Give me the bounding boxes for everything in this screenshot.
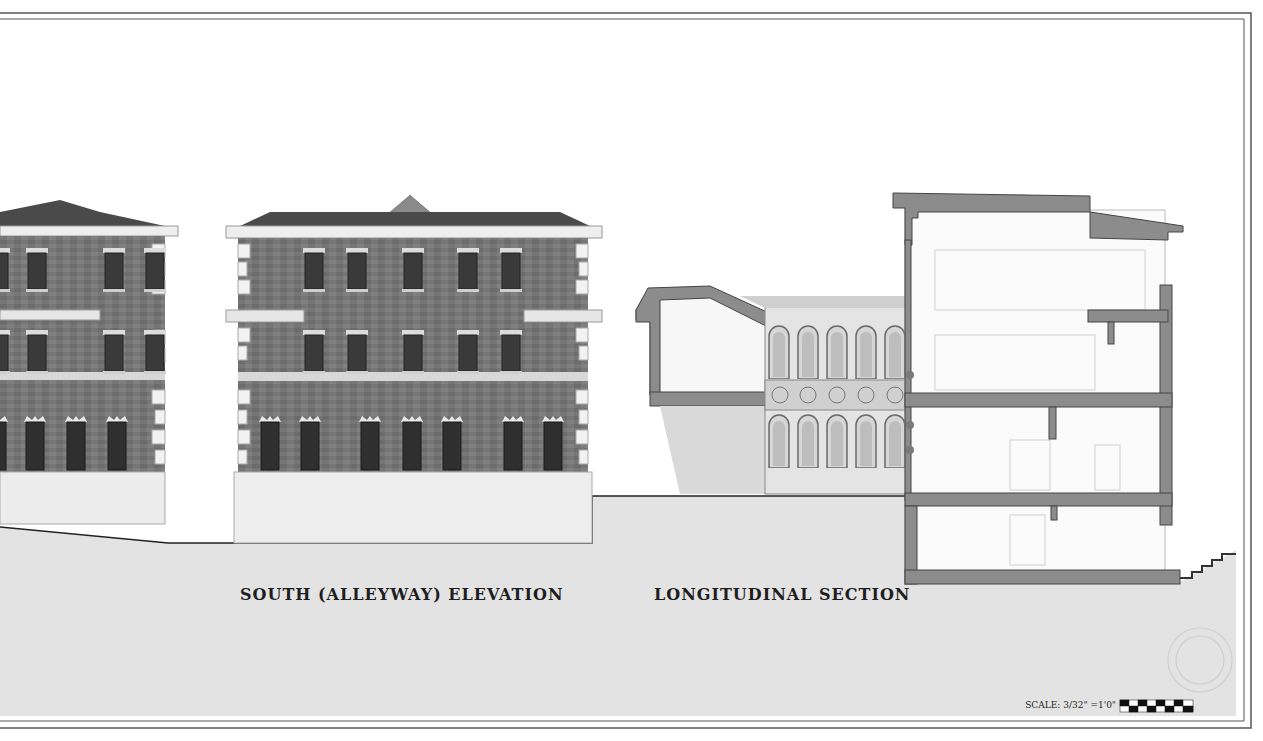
view-title: LONGITUDINAL SECTION (654, 585, 910, 604)
longitudinal-section (636, 193, 1236, 584)
scale-note: SCALE: 3/32" =1'0" (1025, 700, 1116, 710)
stamp (1168, 628, 1232, 692)
south-elevation-building (226, 195, 602, 543)
scale-bar (1120, 700, 1193, 712)
left-building (0, 200, 178, 524)
view-title: SOUTH (ALLEYWAY) ELEVATION (240, 585, 564, 604)
sheet-frame (0, 13, 1251, 728)
